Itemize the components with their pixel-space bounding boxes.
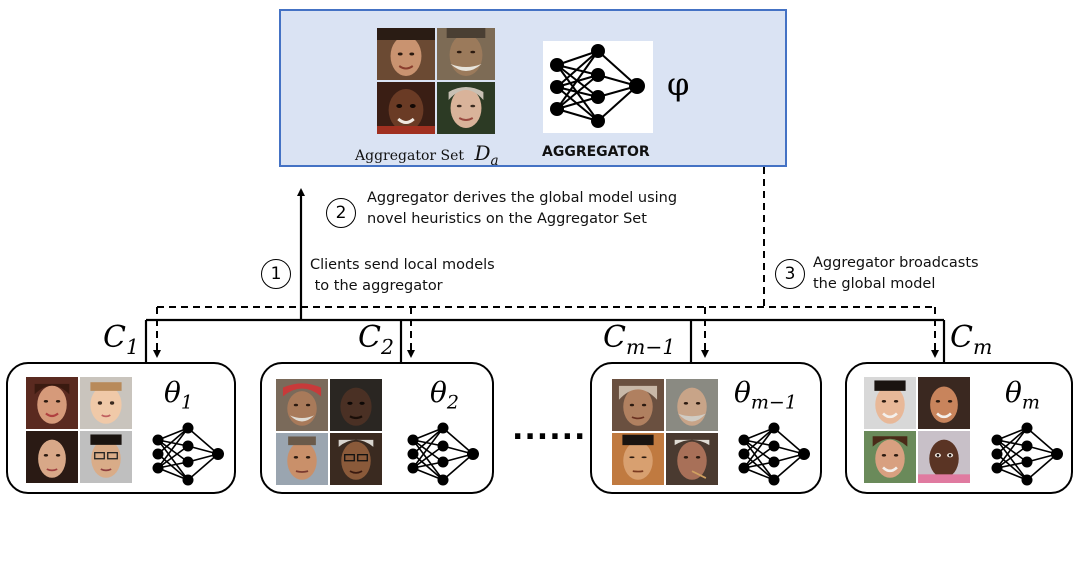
model-symbol-sub: 1	[180, 391, 193, 414]
step-2-text: Aggregator derives the global model usin…	[367, 188, 677, 230]
client-faces	[612, 379, 718, 485]
face-photo	[80, 377, 132, 429]
aggregator-set-symbol: Da	[474, 141, 498, 169]
face-photo	[612, 433, 664, 485]
client-box-m: θm	[845, 362, 1073, 494]
aggregator-set-label: Aggregator Set Da	[355, 143, 499, 172]
set-symbol-main: D	[474, 141, 491, 165]
client-box-1: θ1	[6, 362, 236, 494]
model-symbol-main: θ	[734, 376, 751, 409]
client-label-main: C	[358, 320, 381, 355]
face-photo	[666, 433, 718, 485]
client-label-main: C	[603, 320, 626, 355]
face-photo	[26, 431, 78, 483]
client-label-sub: m−1	[625, 335, 676, 360]
step-2-marker: 2	[326, 198, 356, 228]
client-label-sub: 2	[380, 335, 394, 360]
step-2-line1: Aggregator derives the global model usin…	[367, 190, 678, 206]
client-label-main: C	[950, 320, 973, 355]
global-model-symbol: φ	[667, 65, 690, 103]
face-photo	[612, 379, 664, 431]
client-box-m-1: θm−1	[590, 362, 822, 494]
client-faces	[276, 379, 382, 485]
client-2-label: C2	[358, 320, 394, 359]
step-2-line2: novel heuristics on the Aggregator Set	[367, 211, 647, 227]
neural-network-icon	[152, 422, 224, 486]
client-box-2: θ2	[260, 362, 494, 494]
step-1-line2: to the aggregator	[310, 278, 443, 294]
more-clients-ellipsis: ......	[512, 412, 587, 447]
neural-network-icon	[550, 44, 645, 128]
face-photo	[276, 379, 328, 431]
aggregator-title: AGGREGATOR	[542, 144, 650, 160]
face-photo	[666, 379, 718, 431]
client-2-model-symbol: θ2	[430, 376, 459, 414]
face-photo	[80, 431, 132, 483]
face-photo	[377, 28, 435, 80]
client-1-label: C1	[103, 320, 139, 359]
aggregator-set-faces	[377, 28, 495, 134]
broadcast-path	[153, 167, 939, 358]
face-photo	[437, 28, 495, 80]
model-symbol-main: θ	[1005, 376, 1022, 409]
client-label-sub: 1	[125, 335, 139, 360]
face-photo	[864, 431, 916, 483]
client-m-1-model-symbol: θm−1	[734, 376, 797, 414]
step-3-line2: the global model	[813, 276, 936, 292]
model-symbol-sub: m	[1021, 391, 1040, 414]
face-photo	[330, 433, 382, 485]
step-1-marker: 1	[261, 259, 291, 289]
neural-network-icon	[407, 422, 479, 486]
model-symbol-main: θ	[430, 376, 447, 409]
step-3-marker: 3	[775, 259, 805, 289]
client-m-label: Cm	[950, 320, 992, 359]
step-3-line1: Aggregator broadcasts	[813, 255, 979, 271]
neural-network-icon	[991, 422, 1063, 486]
client-label-main: C	[103, 320, 126, 355]
face-photo	[26, 377, 78, 429]
face-photo	[437, 82, 495, 134]
aggregator-network-panel	[543, 41, 653, 133]
model-symbol-sub: 2	[446, 391, 459, 414]
face-photo	[330, 379, 382, 431]
client-1-model-symbol: θ1	[164, 376, 193, 414]
face-photo	[918, 431, 970, 483]
model-symbol-sub: m−1	[750, 391, 797, 414]
neural-network-icon	[738, 422, 810, 486]
model-symbol-main: θ	[164, 376, 181, 409]
face-photo	[276, 433, 328, 485]
client-m-1-label: Cm−1	[603, 320, 675, 359]
face-photo	[918, 377, 970, 429]
step-1-text: Clients send local models to the aggrega…	[310, 255, 495, 297]
aggregator-box: φ Aggregator Set Da AGGREGATOR	[279, 9, 787, 169]
step-3-text: Aggregator broadcasts the global model	[813, 253, 979, 295]
aggregator-set-text: Aggregator Set	[355, 148, 465, 164]
client-faces	[26, 377, 132, 483]
upload-path	[144, 188, 946, 362]
client-label-sub: m	[972, 335, 993, 360]
set-symbol-sub: a	[490, 152, 499, 169]
face-photo	[377, 82, 435, 134]
client-faces	[864, 377, 970, 483]
step-1-line1: Clients send local models	[310, 257, 495, 273]
client-m-model-symbol: θm	[1005, 376, 1040, 414]
face-photo	[864, 377, 916, 429]
